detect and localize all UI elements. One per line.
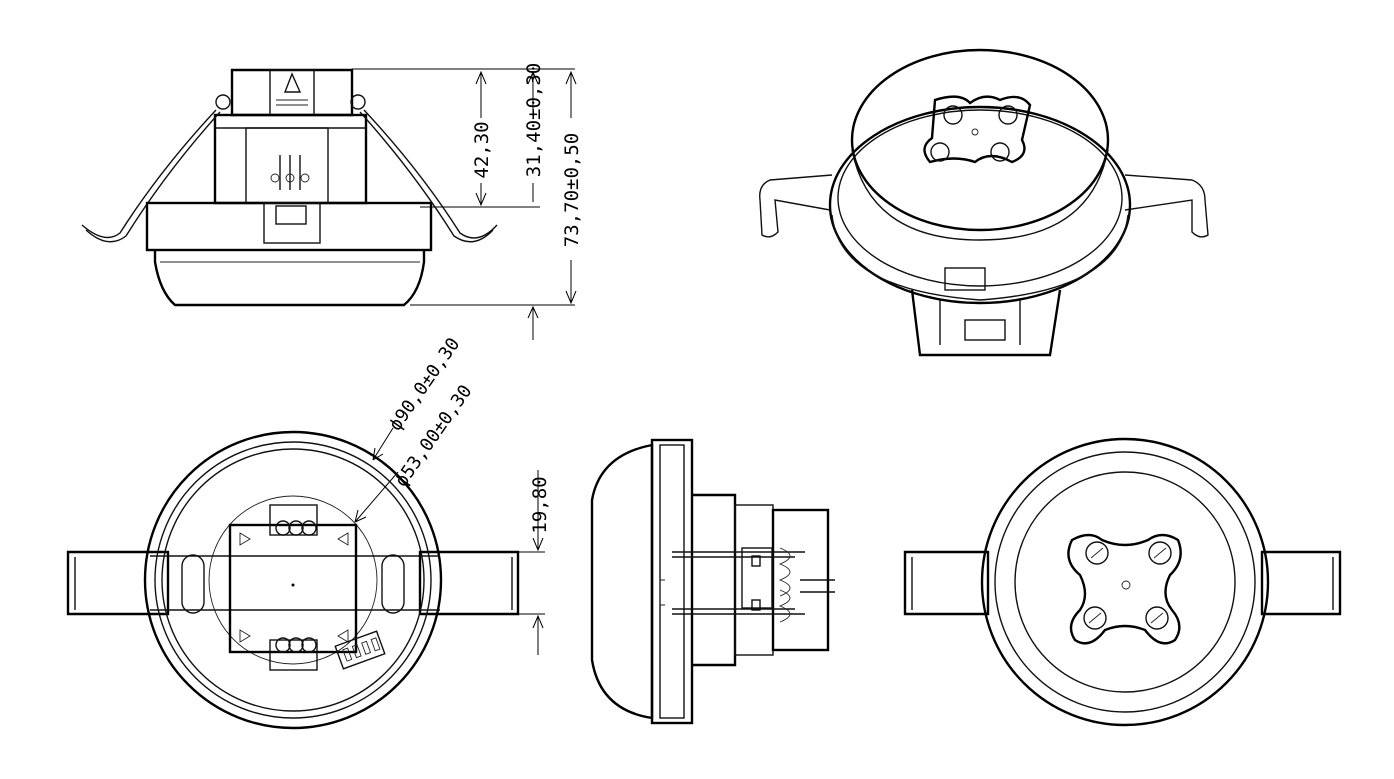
height-dimensions: 42,30 31,40±0,30 73,70±0,50 — [352, 63, 583, 340]
isometric-view — [759, 48, 1209, 357]
side-section-view — [590, 438, 835, 725]
side-elevation-view — [81, 68, 498, 307]
back-view — [66, 430, 520, 730]
height-sensor-top-label: 42,30 — [471, 121, 493, 178]
height-body-label: 31,40±0,30 — [523, 63, 545, 177]
height-total-label: 73,70±0,50 — [561, 133, 583, 247]
diameter-dimensions: ϕ90,0±0,30 ϕ53,00±0,30 — [354, 334, 476, 523]
bracket-gap-label: 19,80 — [529, 476, 551, 533]
bracket-gap-dimension: 19,80 — [440, 470, 551, 655]
front-view — [903, 437, 1342, 727]
